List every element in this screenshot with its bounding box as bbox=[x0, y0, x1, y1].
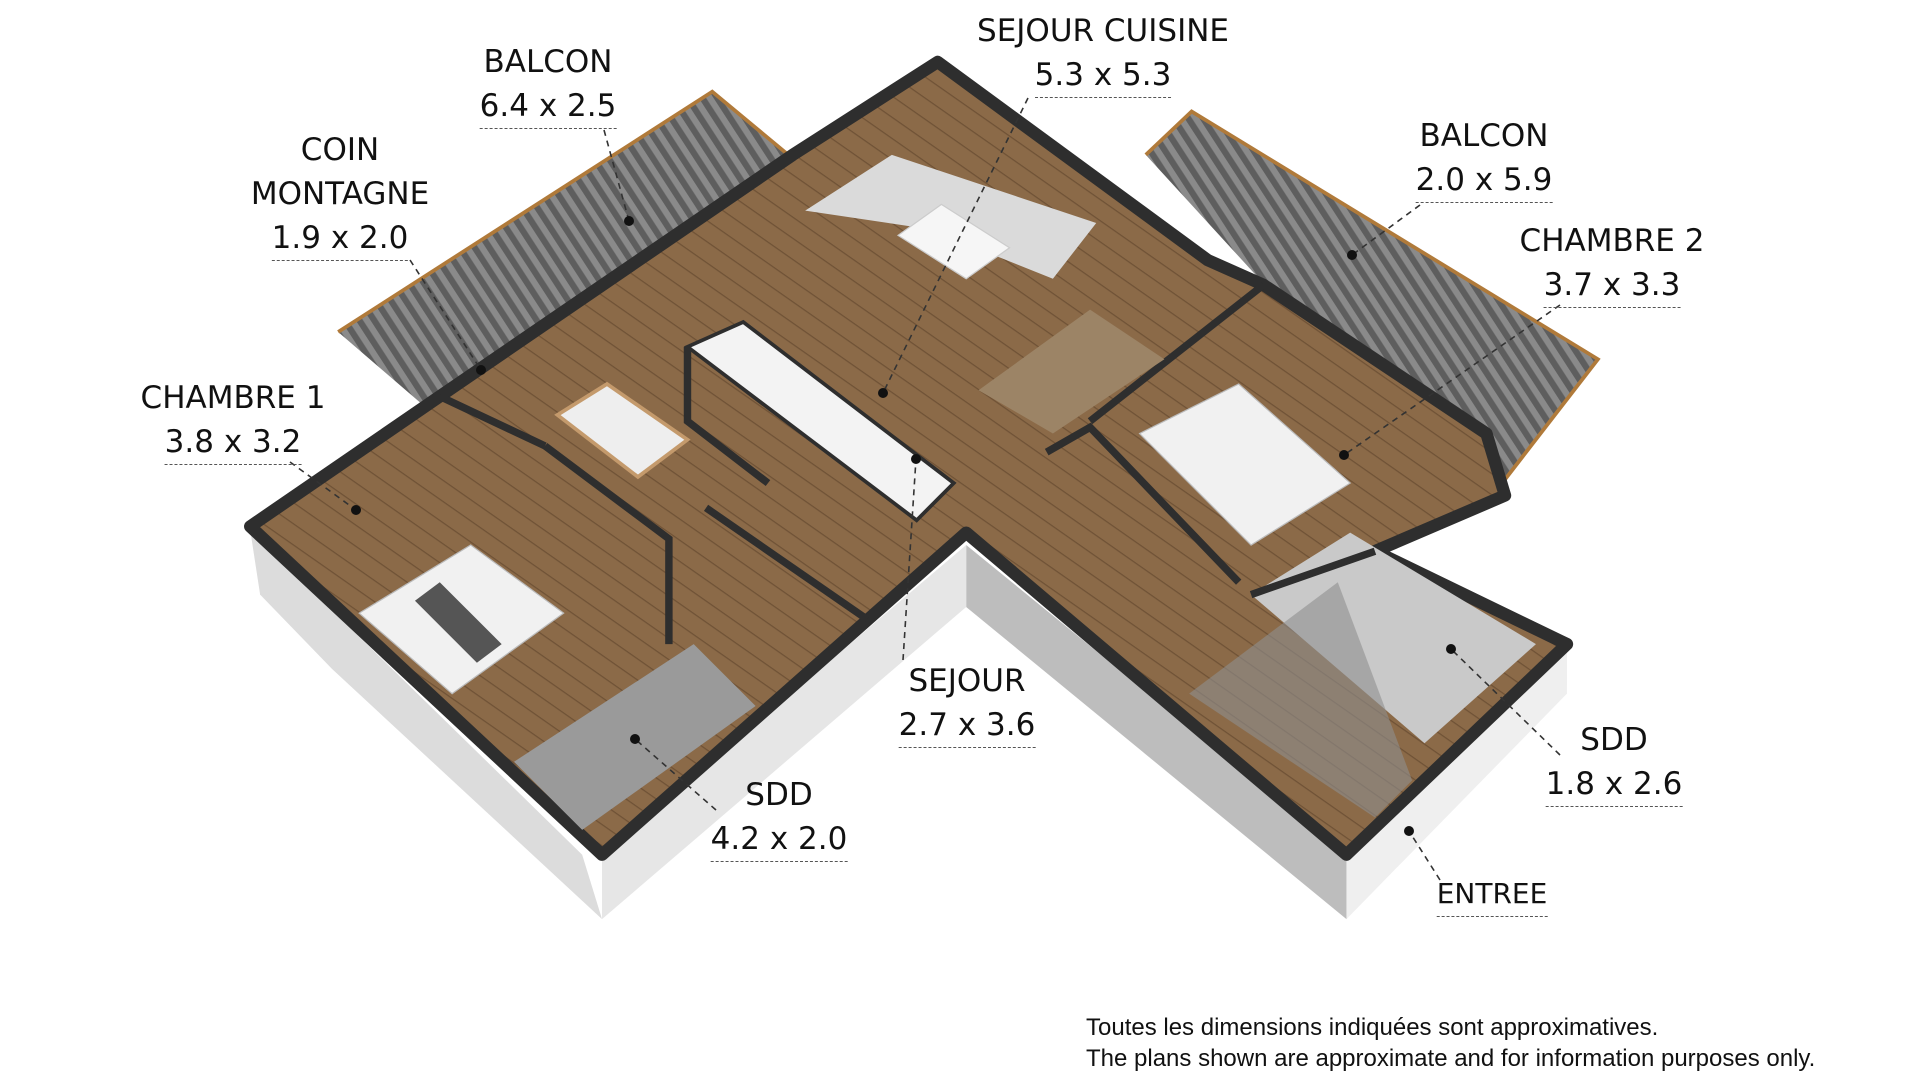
sdd-2-floor bbox=[1251, 532, 1536, 744]
label-balcon-1: BALCON 6.4 x 2.5 bbox=[479, 40, 617, 129]
label-sdd-2: SDD 1.8 x 2.6 bbox=[1545, 718, 1683, 807]
railing-right bbox=[1144, 109, 1601, 497]
disclaimer-en: The plans shown are approximate and for … bbox=[1086, 1045, 1816, 1072]
room-name: MONTAGNE bbox=[250, 176, 430, 212]
room-dims: 2.7 x 3.6 bbox=[898, 703, 1036, 748]
room-dims: 3.7 x 3.3 bbox=[1543, 263, 1681, 308]
room-name: CHAMBRE 2 bbox=[1519, 223, 1705, 259]
room-dims: 4.2 x 2.0 bbox=[710, 817, 848, 862]
room-dims: 6.4 x 2.5 bbox=[479, 84, 617, 129]
kitchen-counter bbox=[683, 319, 957, 523]
bunk-bed bbox=[554, 381, 691, 480]
label-balcon-2: BALCON 2.0 x 5.9 bbox=[1415, 114, 1553, 203]
disclaimer-fr: Toutes les dimensions indiquées sont app… bbox=[1086, 1014, 1659, 1041]
exterior-wall-right bbox=[1346, 644, 1567, 920]
label-coin-montagne: COIN MONTAGNE 1.9 x 2.0 bbox=[251, 128, 429, 261]
bed-chambre-2 bbox=[1138, 383, 1352, 546]
room-dims: 5.3 x 5.3 bbox=[1034, 53, 1172, 98]
railing-left bbox=[337, 89, 794, 334]
dining-table bbox=[978, 309, 1165, 434]
leader-lines bbox=[289, 97, 1561, 881]
label-sejour: SEJOUR 2.7 x 3.6 bbox=[898, 659, 1036, 748]
label-chambre-1: CHAMBRE 1 3.8 x 3.2 bbox=[140, 376, 326, 465]
entree-floor bbox=[1189, 582, 1413, 818]
label-entree: ENTREE bbox=[1436, 872, 1548, 917]
balcony-left bbox=[338, 91, 793, 409]
room-dims: 3.8 x 3.2 bbox=[164, 420, 302, 465]
room-dims: 1.9 x 2.0 bbox=[271, 216, 409, 261]
room-name: COIN bbox=[300, 132, 380, 168]
label-sejour-cuisine: SEJOUR CUISINE 5.3 x 5.3 bbox=[977, 9, 1229, 98]
exterior-wall-mid-left bbox=[602, 545, 967, 920]
room-dims: 2.0 x 5.9 bbox=[1415, 158, 1553, 203]
label-sdd-1: SDD 4.2 x 2.0 bbox=[710, 773, 848, 862]
room-name: CHAMBRE 1 bbox=[140, 380, 326, 416]
label-chambre-2: CHAMBRE 2 3.7 x 3.3 bbox=[1519, 219, 1705, 308]
room-dots bbox=[351, 216, 1456, 836]
room-name: SEJOUR bbox=[908, 663, 1026, 699]
room-name: BALCON bbox=[483, 44, 613, 80]
room-name: SEJOUR CUISINE bbox=[977, 13, 1229, 49]
room-name: BALCON bbox=[1419, 118, 1549, 154]
exterior-wall-left bbox=[250, 530, 603, 920]
room-name: SDD bbox=[1580, 722, 1648, 758]
bed-throw bbox=[414, 582, 502, 663]
room-name: SDD bbox=[745, 777, 813, 813]
exterior-wall-mid bbox=[966, 545, 1347, 920]
coffee-table bbox=[896, 203, 1011, 280]
room-name: ENTREE bbox=[1436, 872, 1548, 917]
interior-walls bbox=[438, 281, 1377, 645]
room-dims: 1.8 x 2.6 bbox=[1545, 762, 1683, 807]
disclaimer: Toutes les dimensions indiquées sont app… bbox=[1086, 1012, 1815, 1074]
balcony-right bbox=[1145, 111, 1598, 496]
